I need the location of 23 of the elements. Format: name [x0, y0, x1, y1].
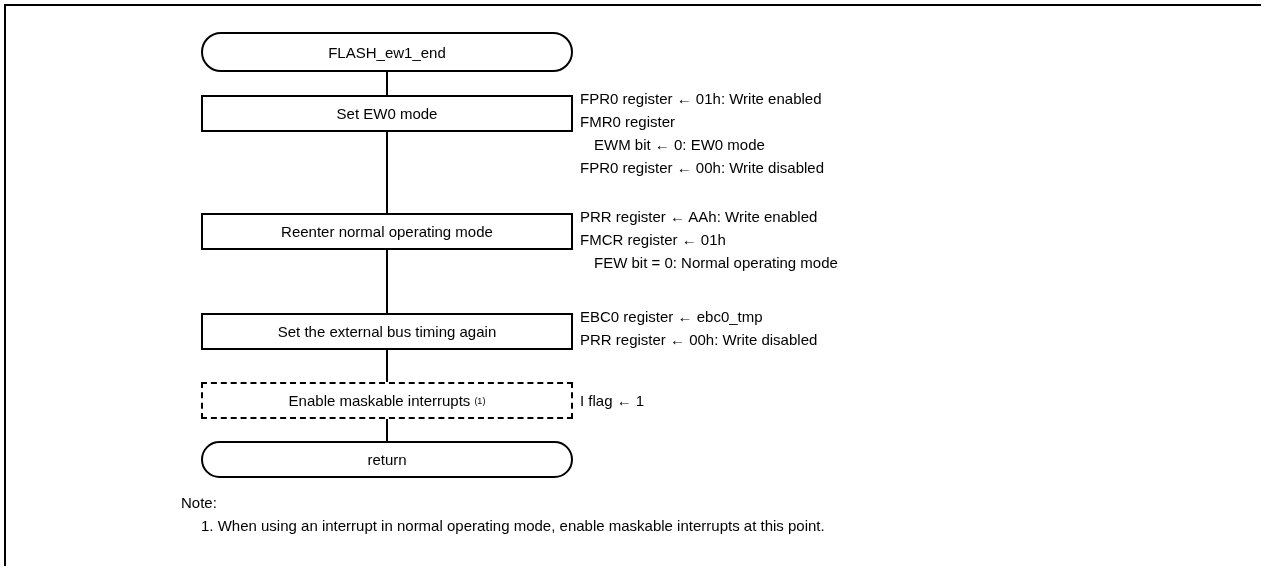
- optional-process-box: Enable maskable interrupts $^{(1)}$: [201, 382, 573, 419]
- register-note: FEW bit = 0: Normal operating mode: [594, 253, 838, 273]
- connector-line: [386, 418, 388, 442]
- register-note: EBC0 register ← ebc0_tmp: [580, 307, 763, 327]
- connector-line: [386, 131, 388, 214]
- register-note: FPR0 register ← 01h: Write enabled: [580, 89, 822, 109]
- register-note: FMR0 register: [580, 112, 676, 132]
- register-note: PRR register ← AAh: Write enabled: [580, 207, 818, 227]
- register-note: EWM bit ← 0: EW0 mode: [594, 135, 765, 155]
- connector-line: [386, 249, 388, 314]
- register-note: FMCR register ← 01h: [580, 230, 726, 250]
- terminal-box: FLASH_ew1_end: [201, 32, 573, 72]
- terminal-box: return: [201, 441, 573, 478]
- process-box: Set EW0 mode: [201, 95, 573, 132]
- footnote-text: 1. When using an interrupt in normal operating mode, enable maskable interrupts at this point.: [201, 517, 825, 534]
- connector-line: [386, 71, 388, 96]
- process-box: Set the external bus timing again: [201, 313, 573, 350]
- process-box: Reenter normal operating mode: [201, 213, 573, 250]
- connector-line: [386, 349, 388, 383]
- register-note: PRR register ← 00h: Write disabled: [580, 330, 818, 350]
- note-heading: Note:: [181, 494, 217, 511]
- register-note: I flag ← 1: [580, 391, 645, 411]
- register-note: FPR0 register ← 00h: Write disabled: [580, 158, 824, 178]
